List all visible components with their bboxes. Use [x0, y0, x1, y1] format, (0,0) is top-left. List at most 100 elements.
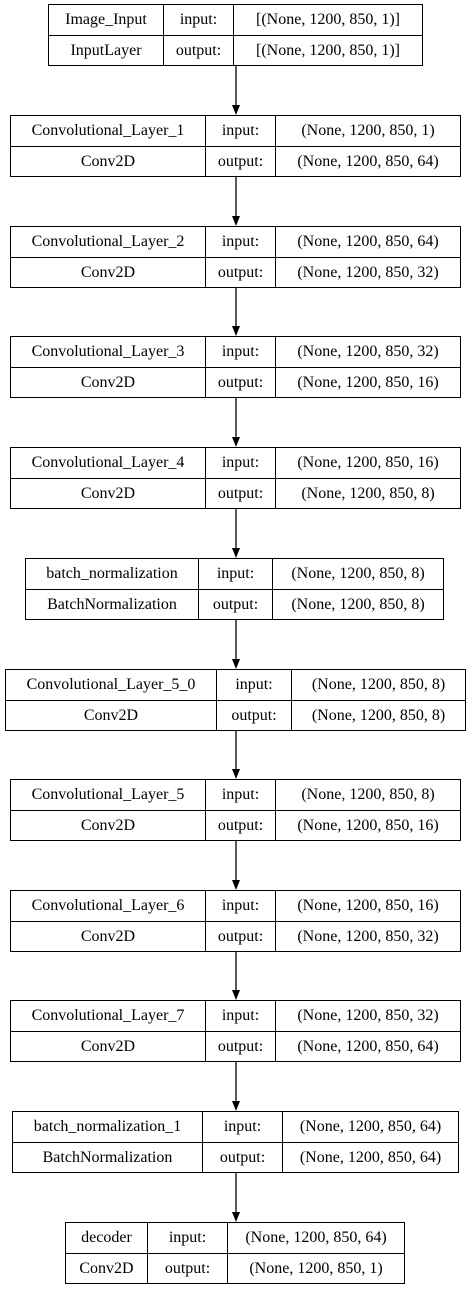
layer-name: Convolutional_Layer_2 [11, 227, 206, 258]
layer-class: Conv2D [6, 701, 217, 730]
edge-arrow [231, 620, 240, 669]
input-shape: (None, 1200, 850, 32) [276, 337, 460, 368]
layer-class: BatchNormalization [26, 590, 199, 619]
input-label: input: [206, 116, 276, 147]
arrowhead-icon [231, 769, 240, 779]
arrowhead-icon [231, 1212, 240, 1222]
input-label: input: [148, 1223, 228, 1254]
output-shape: (None, 1200, 850, 64) [297, 152, 439, 170]
input-shape: (None, 1200, 850, 8) [276, 780, 460, 811]
layer-class: Conv2D [11, 147, 206, 176]
input-shape: (None, 1200, 850, 32) [276, 1001, 460, 1032]
output-shape: (None, 1200, 850, 16) [297, 816, 439, 834]
input-label: input: [206, 1001, 276, 1032]
edge-arrow [231, 1062, 240, 1111]
layer-name: Image_Input [49, 5, 164, 36]
input-label: input: [206, 780, 276, 811]
edge-arrow [231, 1173, 240, 1222]
layer-name: batch_normalization [26, 559, 199, 590]
output-label: output: [148, 1254, 228, 1283]
output-label: output: [206, 1032, 276, 1061]
output-shape: (None, 1200, 850, 1) [249, 1259, 383, 1277]
input-shape: (None, 1200, 850, 8) [292, 670, 465, 701]
layer-class: Conv2D [11, 258, 206, 287]
output-label: output: [206, 258, 276, 287]
layer-class: Conv2D [66, 1254, 148, 1283]
layer-name: Convolutional_Layer_4 [11, 448, 206, 479]
input-shape: (None, 1200, 850, 1) [276, 116, 460, 147]
layer-name: Convolutional_Layer_3 [11, 337, 206, 368]
output-label: output: [164, 36, 234, 65]
layer-name: Convolutional_Layer_6 [11, 891, 206, 922]
input-label: input: [217, 670, 292, 701]
output-shape: [(None, 1200, 850, 1)] [256, 41, 400, 59]
output-label: output: [217, 701, 292, 730]
arrowhead-icon [231, 880, 240, 890]
input-shape: (None, 1200, 850, 8) [273, 559, 443, 590]
input-shape: (None, 1200, 850, 16) [276, 891, 460, 922]
layer-name: Convolutional_Layer_7 [11, 1001, 206, 1032]
edge-arrow [231, 952, 240, 1000]
input-label: input: [199, 559, 273, 590]
arrowhead-icon [231, 990, 240, 1000]
input-shape: (None, 1200, 850, 64) [276, 227, 460, 258]
layer-name: Convolutional_Layer_5 [11, 780, 206, 811]
edge-arrow [231, 177, 240, 226]
input-label: input: [203, 1112, 283, 1143]
output-shape: (None, 1200, 850, 8) [301, 484, 435, 502]
layer-class: Conv2D [11, 1032, 206, 1061]
arrowhead-icon [231, 548, 240, 558]
output-label: output: [206, 368, 276, 397]
output-shape: (None, 1200, 850, 64) [299, 1148, 442, 1166]
layer-class: InputLayer [49, 36, 164, 65]
layer-name: Convolutional_Layer_5_0 [6, 670, 217, 701]
layer-class: Conv2D [11, 368, 206, 397]
edge-arrow [231, 288, 240, 336]
input-label: input: [206, 337, 276, 368]
output-label: output: [203, 1143, 283, 1172]
edge-arrow [231, 841, 240, 890]
input-shape: (None, 1200, 850, 64) [283, 1112, 458, 1143]
edge-arrow [231, 731, 240, 779]
arrowhead-icon [231, 216, 240, 226]
input-label: input: [206, 448, 276, 479]
output-label: output: [199, 590, 273, 619]
arrowhead-icon [231, 1101, 240, 1111]
arrowhead-icon [231, 326, 240, 336]
layer-name: batch_normalization_1 [13, 1112, 203, 1143]
output-shape: (None, 1200, 850, 32) [297, 927, 439, 945]
output-shape: (None, 1200, 850, 16) [297, 373, 439, 391]
layer-class: Conv2D [11, 479, 206, 508]
output-shape: (None, 1200, 850, 32) [297, 263, 439, 281]
edge-arrow [231, 66, 240, 115]
arrowhead-icon [231, 437, 240, 447]
input-label: input: [206, 891, 276, 922]
arrowhead-icon [231, 659, 240, 669]
output-label: output: [206, 811, 276, 840]
output-label: output: [206, 922, 276, 951]
layer-class: Conv2D [11, 811, 206, 840]
output-shape: (None, 1200, 850, 8) [291, 595, 425, 613]
edge-arrow [231, 509, 240, 558]
output-label: output: [206, 479, 276, 508]
edge-arrow [231, 398, 240, 447]
input-label: input: [206, 227, 276, 258]
input-shape: [(None, 1200, 850, 1)] [234, 5, 422, 36]
layer-name: Convolutional_Layer_1 [11, 116, 206, 147]
arrowhead-icon [231, 105, 240, 115]
input-shape: (None, 1200, 850, 64) [228, 1223, 404, 1254]
output-shape: (None, 1200, 850, 8) [311, 706, 446, 724]
